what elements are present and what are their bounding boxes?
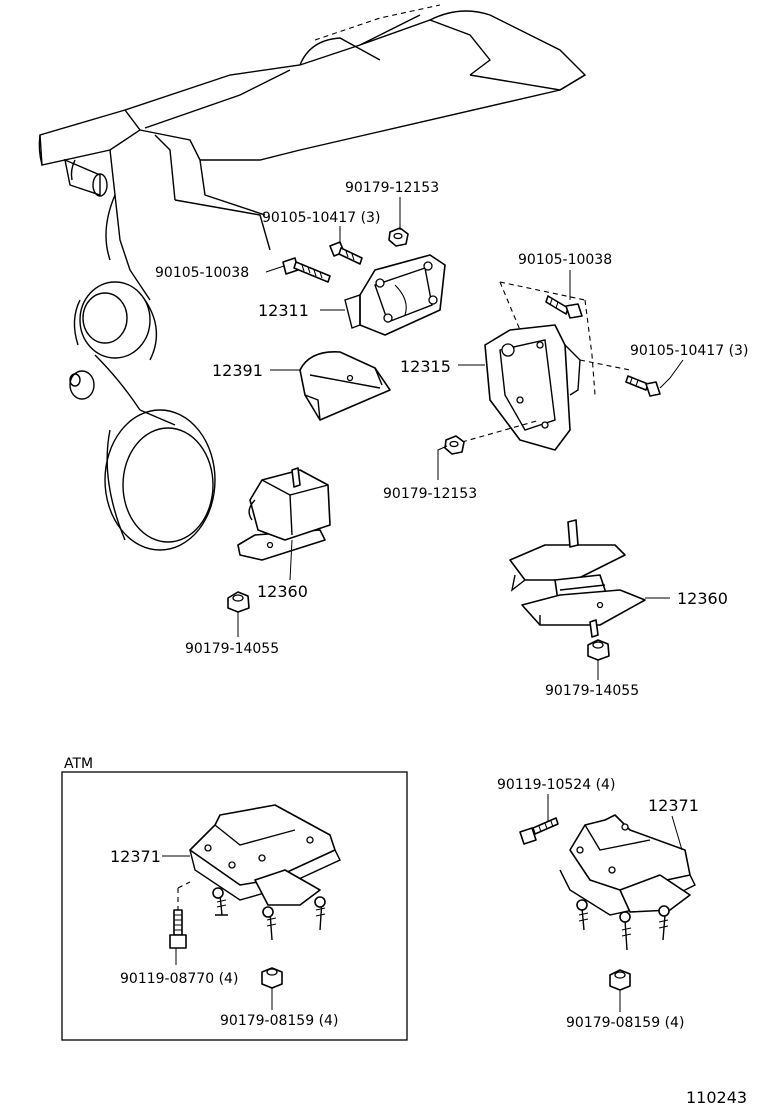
label-right-lower-nut: 90179-14055 — [545, 683, 639, 699]
label-heat-shield: 12391 — [212, 361, 263, 380]
label-atm: ATM — [64, 756, 93, 772]
label-rear-mount: 12371 — [648, 796, 699, 815]
label-upper-nut: 90179-12153 — [345, 180, 439, 196]
label-rear-bolt: 90119-10524 (4) — [497, 777, 615, 793]
label-atm-mount: 12371 — [110, 847, 161, 866]
bolt-90105-10038-upper — [282, 257, 331, 283]
heat-shield-12391 — [299, 351, 391, 421]
dashed-guide-lines-12315 — [461, 281, 631, 443]
part-labels: 90179-12153 90105-10417 (3) 90105-10038 … — [64, 180, 748, 1107]
label-bracket-12311: 12311 — [258, 301, 309, 320]
label-atm-nut: 90179-08159 (4) — [220, 1013, 338, 1029]
nut-90179-12153-right — [444, 435, 465, 455]
label-right-bolt-short: 90105-10417 (3) — [630, 343, 748, 359]
label-bracket-12315: 12315 — [400, 357, 451, 376]
nut-90179-14055-right — [587, 639, 610, 661]
atm-bolt-90119-08770 — [169, 881, 191, 949]
label-upper-bolt-long: 90105-10038 — [155, 265, 249, 281]
label-rear-nut: 90179-08159 (4) — [566, 1015, 684, 1031]
figure-number: 110243 — [686, 1088, 747, 1107]
engine-block-outline — [38, 4, 587, 551]
label-mount-right: 12360 — [677, 589, 728, 608]
engine-mount-12360-right — [509, 519, 646, 638]
atm-box — [61, 771, 408, 1041]
rear-bolt-90119-10524 — [519, 817, 559, 845]
nut-90179-12153-upper — [388, 227, 409, 247]
label-right-bolt-long: 90105-10038 — [518, 252, 612, 268]
engine-mount-12360-left — [237, 467, 331, 561]
label-atm-bolt: 90119-08770 (4) — [120, 971, 238, 987]
atm-transmission-mount-12371 — [189, 804, 341, 941]
label-left-nut: 90179-14055 — [185, 641, 279, 657]
nut-90179-14055-left — [227, 591, 250, 613]
engine-bracket-12315 — [484, 324, 581, 451]
label-upper-bolt-short: 90105-10417 (3) — [262, 210, 380, 226]
rear-nut-90179-08159 — [609, 969, 631, 991]
bolt-90105-10417-right — [625, 375, 661, 397]
engine-bracket-12311 — [344, 254, 446, 336]
rear-transmission-mount-12371 — [559, 814, 696, 951]
label-right-nut: 90179-12153 — [383, 486, 477, 502]
leader-lines — [162, 197, 684, 1012]
label-mount-left: 12360 — [257, 582, 308, 601]
bolt-90105-10417-upper — [329, 241, 363, 265]
bolt-90105-10038-right — [545, 295, 583, 319]
atm-nut-90179-08159 — [261, 967, 283, 989]
